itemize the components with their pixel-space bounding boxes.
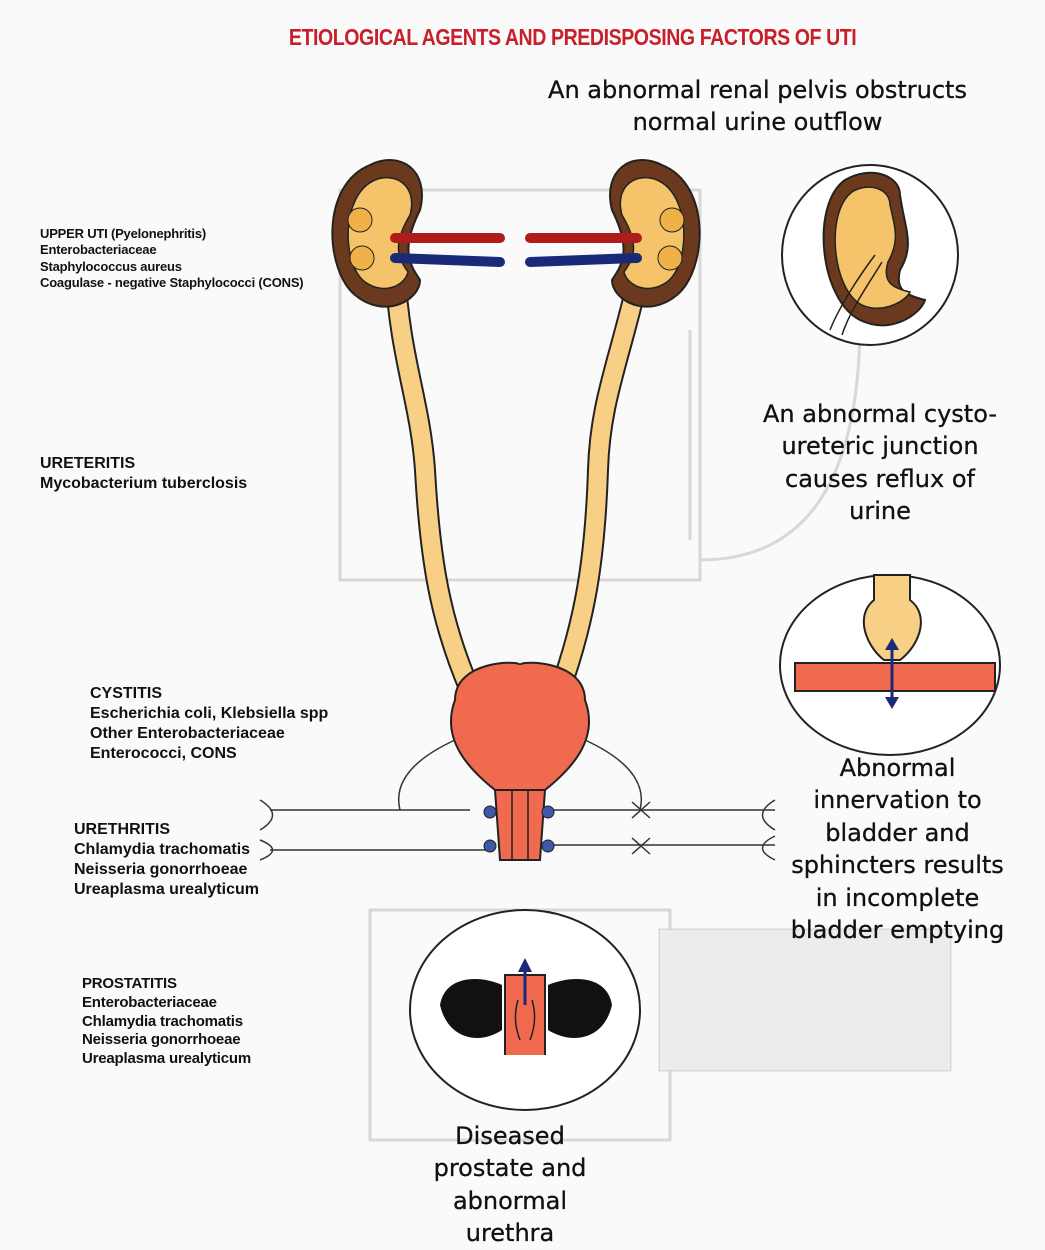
agent-item: Escherichia coli, Klebsiella spp — [90, 704, 328, 724]
agent-item: Enterococci, CONS — [90, 744, 328, 764]
inset-prostate — [410, 910, 640, 1110]
ureteritis-heading: URETERITIS — [40, 454, 247, 474]
agent-item: Other Enterobacteriaceae — [90, 724, 328, 744]
caption-line: bladder and — [755, 817, 1040, 849]
agent-item: Chlamydia trachomatis — [82, 1013, 251, 1032]
agent-item: Chlamydia trachomatis — [74, 840, 259, 860]
cystitis-label: CYSTITIS Escherichia coli, Klebsiella sp… — [90, 684, 328, 764]
agent-item: Enterobacteriaceae — [82, 994, 251, 1013]
urethritis-label: URETHRITIS Chlamydia trachomatis Neisser… — [74, 820, 259, 900]
prostatitis-heading: PROSTATITIS — [82, 975, 251, 994]
caption-line: An abnormal cysto- — [720, 398, 1040, 430]
agent-item: Neisseria gonorrhoeae — [82, 1031, 251, 1050]
cystitis-heading: CYSTITIS — [90, 684, 328, 704]
agent-item: Neisseria gonorrhoeae — [74, 860, 259, 880]
caption-line: sphincters results — [755, 849, 1040, 881]
agent-item: Ureaplasma urealyticum — [74, 880, 259, 900]
innervation-caption: Abnormal innervation to bladder and sphi… — [755, 752, 1040, 946]
caption-line: innervation to — [755, 784, 1040, 816]
caption-line: prostate and — [400, 1152, 620, 1184]
caption-line: urethra — [400, 1217, 620, 1249]
prostate-caption: Diseased prostate and abnormal urethra — [400, 1120, 620, 1250]
agent-item: Enterobacteriaceae — [40, 242, 303, 258]
caption-line: abnormal — [400, 1185, 620, 1217]
page-title: ETIOLOGICAL AGENTS AND PREDISPOSING FACT… — [86, 24, 1045, 51]
agent-item: Mycobacterium tuberclosis — [40, 474, 247, 494]
caption-line: normal urine outflow — [480, 106, 1035, 138]
renal-vessels — [395, 238, 637, 262]
caption-line: Diseased — [400, 1120, 620, 1152]
inset-cysto-ureteric — [780, 575, 1000, 755]
bladder — [451, 663, 589, 790]
caption-line: An abnormal renal pelvis obstructs — [480, 74, 1035, 106]
agent-item: Coagulase - negative Staphylococci (CONS… — [40, 275, 303, 291]
caption-line: bladder emptying — [755, 914, 1040, 946]
caption-line: causes reflux of — [720, 463, 1040, 495]
upper-uti-heading: UPPER UTI (Pyelonephritis) — [40, 226, 303, 242]
caption-line: ureteric junction — [720, 430, 1040, 462]
urethra — [495, 790, 545, 860]
urethritis-heading: URETHRITIS — [74, 820, 259, 840]
caption-line: Abnormal — [755, 752, 1040, 784]
cysto-ureteric-caption: An abnormal cysto- ureteric junction cau… — [720, 398, 1040, 528]
renal-pelvis-caption: An abnormal renal pelvis obstructs norma… — [480, 74, 1035, 139]
inset-renal-pelvis — [782, 165, 958, 345]
caption-line: urine — [720, 495, 1040, 527]
caption-line: in incomplete — [755, 882, 1040, 914]
prostatitis-label: PROSTATITIS Enterobacteriaceae Chlamydia… — [82, 975, 251, 1069]
agent-item: Ureaplasma urealyticum — [82, 1050, 251, 1069]
upper-uti-label: UPPER UTI (Pyelonephritis) Enterobacteri… — [40, 226, 303, 291]
ureteritis-label: URETERITIS Mycobacterium tuberclosis — [40, 454, 247, 494]
agent-item: Staphylococcus aureus — [40, 259, 303, 275]
